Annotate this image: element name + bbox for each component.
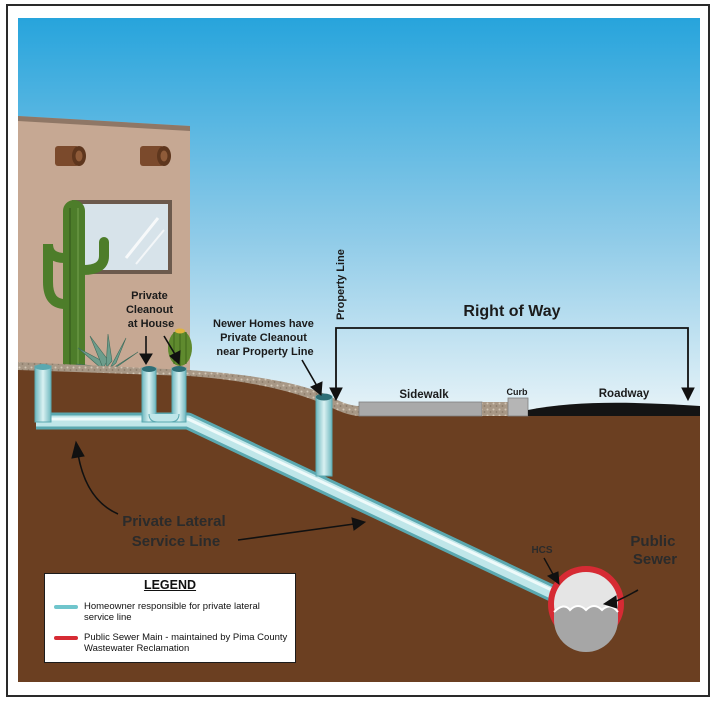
label-property-line: Property Line xyxy=(335,249,347,320)
house xyxy=(18,116,190,378)
property-line-cleanout-riser xyxy=(315,393,333,477)
annotation-arrows xyxy=(71,327,695,609)
legend-text-sewer-main: Public Sewer Main - maintained by Pima C… xyxy=(84,632,288,654)
house-cleanout-riser-right xyxy=(171,366,187,423)
label-curb: Curb xyxy=(507,387,528,397)
label-sidewalk: Sidewalk xyxy=(399,389,449,401)
label-private-cleanout-house: Private Cleanout at House xyxy=(126,290,176,330)
label-hcs: HCS xyxy=(531,545,552,556)
legend-swatch-cyan xyxy=(54,605,78,609)
legend-text-lateral: Homeowner responsible for private latera… xyxy=(84,601,260,623)
legend-title: LEGEND xyxy=(143,578,197,592)
viga-right xyxy=(140,146,171,166)
label-public-sewer: Public Sewer xyxy=(630,533,679,568)
curb-block xyxy=(507,397,529,417)
house-window xyxy=(72,200,172,274)
legend: LEGEND Homeowner responsible for private… xyxy=(44,573,296,663)
landscape-gravel xyxy=(18,362,360,416)
roadway-surface xyxy=(528,402,700,416)
label-private-lateral: Private Lateral Service Line xyxy=(122,513,230,550)
legend-swatch-red xyxy=(54,636,78,640)
house-cleanout-riser-left xyxy=(141,366,157,423)
private-lateral-pipe xyxy=(36,412,562,604)
label-newer-homes-cleanout: Newer Homes have Private Cleanout near P… xyxy=(213,318,317,358)
cleanout-u-bend xyxy=(148,413,180,423)
label-roadway: Roadway xyxy=(599,388,650,400)
curb-gravel xyxy=(482,402,508,416)
sidewalk-slab xyxy=(358,401,483,417)
public-sewer-main xyxy=(548,566,624,652)
sewer-lateral-diagram: Private Cleanout at House Newer Homes ha… xyxy=(18,18,700,682)
viga-left xyxy=(55,146,86,166)
house-connection-riser xyxy=(34,364,52,423)
label-right-of-way: Right of Way xyxy=(463,303,560,320)
